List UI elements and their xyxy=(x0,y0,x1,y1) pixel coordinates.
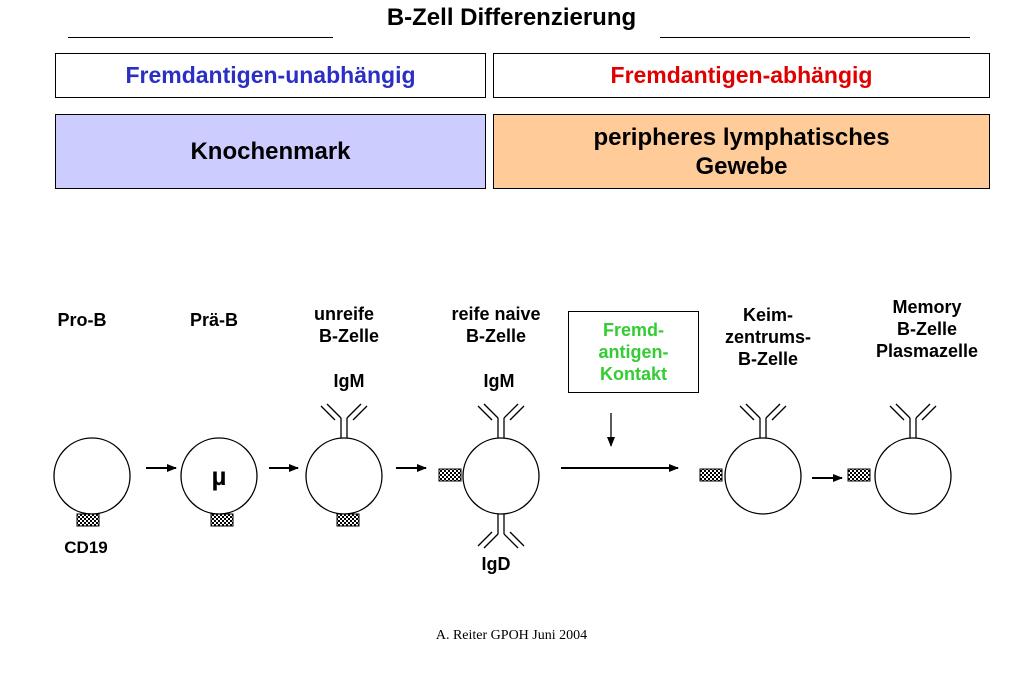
cd19-marker-gc xyxy=(699,468,723,482)
cd19-marker-mature xyxy=(438,468,462,482)
antigen-contact-line3: Kontakt xyxy=(600,364,667,384)
antigen-contact-line2: antigen- xyxy=(598,342,669,362)
cd19-marker-pre-b xyxy=(210,513,234,527)
igm-antibody-immature xyxy=(320,403,368,438)
label-memory: Memory B-Zelle Plasmazelle xyxy=(857,296,997,362)
antigen-contact-line1: Fremd- xyxy=(602,320,664,340)
bone-marrow-label: Knochenmark xyxy=(190,138,351,165)
label-mature: reife naive B-Zelle xyxy=(431,303,561,347)
label-gc-line3: B-Zelle xyxy=(737,349,798,369)
immature-b-cell xyxy=(305,437,383,515)
page-title: B-Zell Differenzierung xyxy=(386,4,637,31)
antigen-dependent-label: Fremdantigen-abhängig xyxy=(610,62,873,88)
peripheral-lymphoid-box: peripheres lymphatisches Gewebe xyxy=(493,114,990,189)
label-gc: Keim- zentrums- B-Zelle xyxy=(706,304,830,370)
antibody-gc xyxy=(739,403,787,438)
mature-naive-b-cell xyxy=(462,437,540,515)
label-immature-line1: unreife xyxy=(313,304,374,324)
label-memory-line2: B-Zelle xyxy=(896,319,957,339)
cd19-marker-pro-b xyxy=(76,513,100,527)
title-underline-left xyxy=(68,37,333,38)
label-gc-line1: Keim- xyxy=(742,305,793,325)
title-underline-right xyxy=(660,37,970,38)
label-igd: IgD xyxy=(481,554,511,574)
antigen-independent-label: Fremdantigen-unabhängig xyxy=(125,62,416,88)
label-gc-line2: zentrums- xyxy=(724,327,811,347)
antibody-memory xyxy=(889,403,937,438)
igm-antibody-mature xyxy=(477,403,525,438)
peripheral-lymphoid-label-line1: peripheres lymphatisches xyxy=(593,123,890,151)
cd19-marker-memory xyxy=(847,468,871,482)
memory-plasma-cell xyxy=(874,437,952,515)
label-mature-line1: reife naive xyxy=(451,304,541,324)
antigen-dependent-header: Fremdantigen-abhängig xyxy=(493,53,990,98)
label-memory-line1: Memory xyxy=(892,297,962,317)
label-immature: unreife B-Zelle xyxy=(284,303,404,347)
label-pre-b: Prä-B xyxy=(189,310,238,330)
germinal-center-b-cell xyxy=(724,437,802,515)
antigen-contact-box: Fremd- antigen- Kontakt xyxy=(568,311,699,393)
cd19-marker-immature xyxy=(336,513,360,527)
label-memory-line3: Plasmazelle xyxy=(875,341,979,361)
label-igm-mature: IgM xyxy=(483,371,515,391)
bone-marrow-box: Knochenmark xyxy=(55,114,486,189)
label-pro-b: Pro-B xyxy=(57,310,107,330)
igd-antibody-mature xyxy=(477,514,525,549)
label-cd19: CD19 xyxy=(64,538,108,557)
peripheral-lymphoid-label-line2: Gewebe xyxy=(695,152,788,180)
mu-heavy-chain-symbol: µ xyxy=(211,461,227,491)
label-igm-immature: IgM xyxy=(333,371,365,391)
footer-credit: A. Reiter GPOH Juni 2004 xyxy=(435,628,588,643)
pro-b-cell xyxy=(53,437,131,515)
label-mature-line2: B-Zelle xyxy=(465,326,526,346)
label-immature-line2: B-Zelle xyxy=(318,326,379,346)
antigen-independent-header: Fremdantigen-unabhängig xyxy=(55,53,486,98)
